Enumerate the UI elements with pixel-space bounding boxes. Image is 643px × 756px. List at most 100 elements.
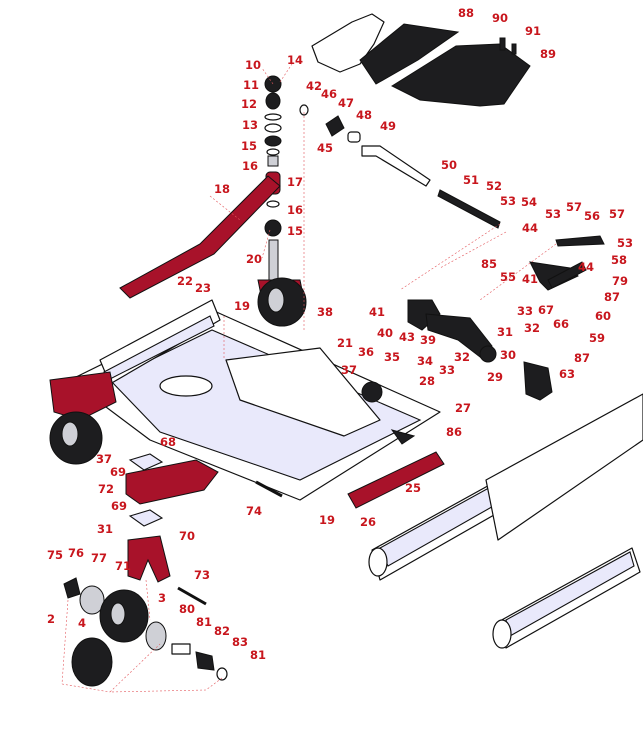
callout-labels: 88 90 91 89 10 14 11 12 13 15 16 17 16 1… <box>47 6 633 662</box>
callout-29: 29 <box>487 370 503 384</box>
callout-89: 89 <box>540 47 556 61</box>
callout-81-upper: 81 <box>196 615 212 629</box>
callout-63: 63 <box>559 367 575 381</box>
yoke-70 <box>127 535 171 583</box>
callout-80: 80 <box>179 602 195 616</box>
fastener-90-91 <box>499 37 517 55</box>
callout-16-lower: 16 <box>287 203 303 217</box>
callout-83: 83 <box>232 635 248 649</box>
callout-35: 35 <box>384 350 400 364</box>
callout-51: 51 <box>463 173 479 187</box>
callout-36: 36 <box>358 345 374 359</box>
callout-46: 46 <box>321 87 337 101</box>
callout-26: 26 <box>360 515 376 529</box>
callout-49: 49 <box>380 119 396 133</box>
callout-48: 48 <box>356 108 372 122</box>
callout-68: 68 <box>160 435 176 449</box>
callout-86: 86 <box>446 425 462 439</box>
callout-38: 38 <box>317 305 333 319</box>
skid-25 <box>347 451 445 509</box>
left-wheel-assembly <box>49 371 117 465</box>
callout-19-lower: 19 <box>319 513 335 527</box>
callout-75: 75 <box>47 548 63 562</box>
callout-2: 2 <box>47 612 55 626</box>
roller-lower <box>492 547 641 649</box>
callout-60: 60 <box>595 309 611 323</box>
bellcrank-assembly <box>529 235 605 291</box>
callout-17: 17 <box>287 175 303 189</box>
callout-58: 58 <box>611 253 627 267</box>
callout-41-left: 41 <box>369 305 385 319</box>
callout-37-right: 37 <box>341 363 357 377</box>
callout-56: 56 <box>584 209 600 223</box>
callout-88: 88 <box>458 6 474 20</box>
callout-13: 13 <box>242 118 258 132</box>
callout-44-upper: 44 <box>522 221 538 235</box>
callout-54: 54 <box>521 195 537 209</box>
callout-27: 27 <box>455 401 471 415</box>
leader-lines <box>61 63 557 693</box>
callout-69-upper: 69 <box>110 465 126 479</box>
callout-15-upper: 15 <box>241 139 257 153</box>
yoke-72 <box>125 459 219 505</box>
callout-22: 22 <box>177 274 193 288</box>
callout-14: 14 <box>287 53 303 67</box>
callout-66: 66 <box>553 317 569 331</box>
callout-18: 18 <box>214 182 230 196</box>
callout-11: 11 <box>243 78 259 92</box>
callout-70: 70 <box>179 529 195 543</box>
lower-wheel-assembly <box>63 577 228 687</box>
roller-upper <box>368 393 643 581</box>
callout-31-lower: 31 <box>97 522 113 536</box>
callout-33-upper: 33 <box>517 304 533 318</box>
callout-85: 85 <box>481 257 497 271</box>
callout-87-upper: 87 <box>604 290 620 304</box>
callout-40: 40 <box>377 326 393 340</box>
callout-73: 73 <box>194 568 210 582</box>
callout-42: 42 <box>306 79 322 93</box>
caster-wheel-20 <box>257 277 307 327</box>
callout-33-lower: 33 <box>439 363 455 377</box>
callout-79: 79 <box>612 274 628 288</box>
callout-71: 71 <box>115 559 131 573</box>
callout-50: 50 <box>441 158 457 172</box>
callout-47: 47 <box>338 96 354 110</box>
callout-53-right: 53 <box>545 207 561 221</box>
callout-44-lower: 44 <box>578 260 594 274</box>
callout-39: 39 <box>420 333 436 347</box>
callout-31-upper: 31 <box>497 325 513 339</box>
callout-25: 25 <box>405 481 421 495</box>
callout-45: 45 <box>317 141 333 155</box>
bracket-63 <box>523 361 553 401</box>
control-bracket-assembly <box>407 299 497 363</box>
callout-69-lower: 69 <box>111 499 127 513</box>
callout-12: 12 <box>241 97 257 111</box>
shims-69 <box>128 453 164 527</box>
callout-57-a: 57 <box>566 200 582 214</box>
callout-4: 4 <box>78 616 86 630</box>
callout-82: 82 <box>214 624 230 638</box>
main-frame <box>69 299 441 501</box>
callout-32-upper: 32 <box>524 321 540 335</box>
callout-37-left: 37 <box>96 452 112 466</box>
callout-52: 52 <box>486 179 502 193</box>
floor-pan-89 <box>390 43 531 107</box>
callout-23: 23 <box>195 281 211 295</box>
callout-53-far: 53 <box>617 236 633 250</box>
callout-55: 55 <box>500 270 516 284</box>
callout-34: 34 <box>417 354 433 368</box>
callout-3: 3 <box>158 591 166 605</box>
callout-21: 21 <box>337 336 353 350</box>
callout-32-lower: 32 <box>454 350 470 364</box>
callout-90: 90 <box>492 11 508 25</box>
callout-19-upper: 19 <box>234 299 250 313</box>
linkage-rod-assembly <box>299 104 501 229</box>
callout-77: 77 <box>91 551 107 565</box>
callout-72: 72 <box>98 482 114 496</box>
callout-10: 10 <box>245 58 261 72</box>
callout-91: 91 <box>525 24 541 38</box>
callout-53-top: 53 <box>500 194 516 208</box>
callout-76: 76 <box>68 546 84 560</box>
callout-74: 74 <box>246 504 262 518</box>
callout-16-upper: 16 <box>242 159 258 173</box>
